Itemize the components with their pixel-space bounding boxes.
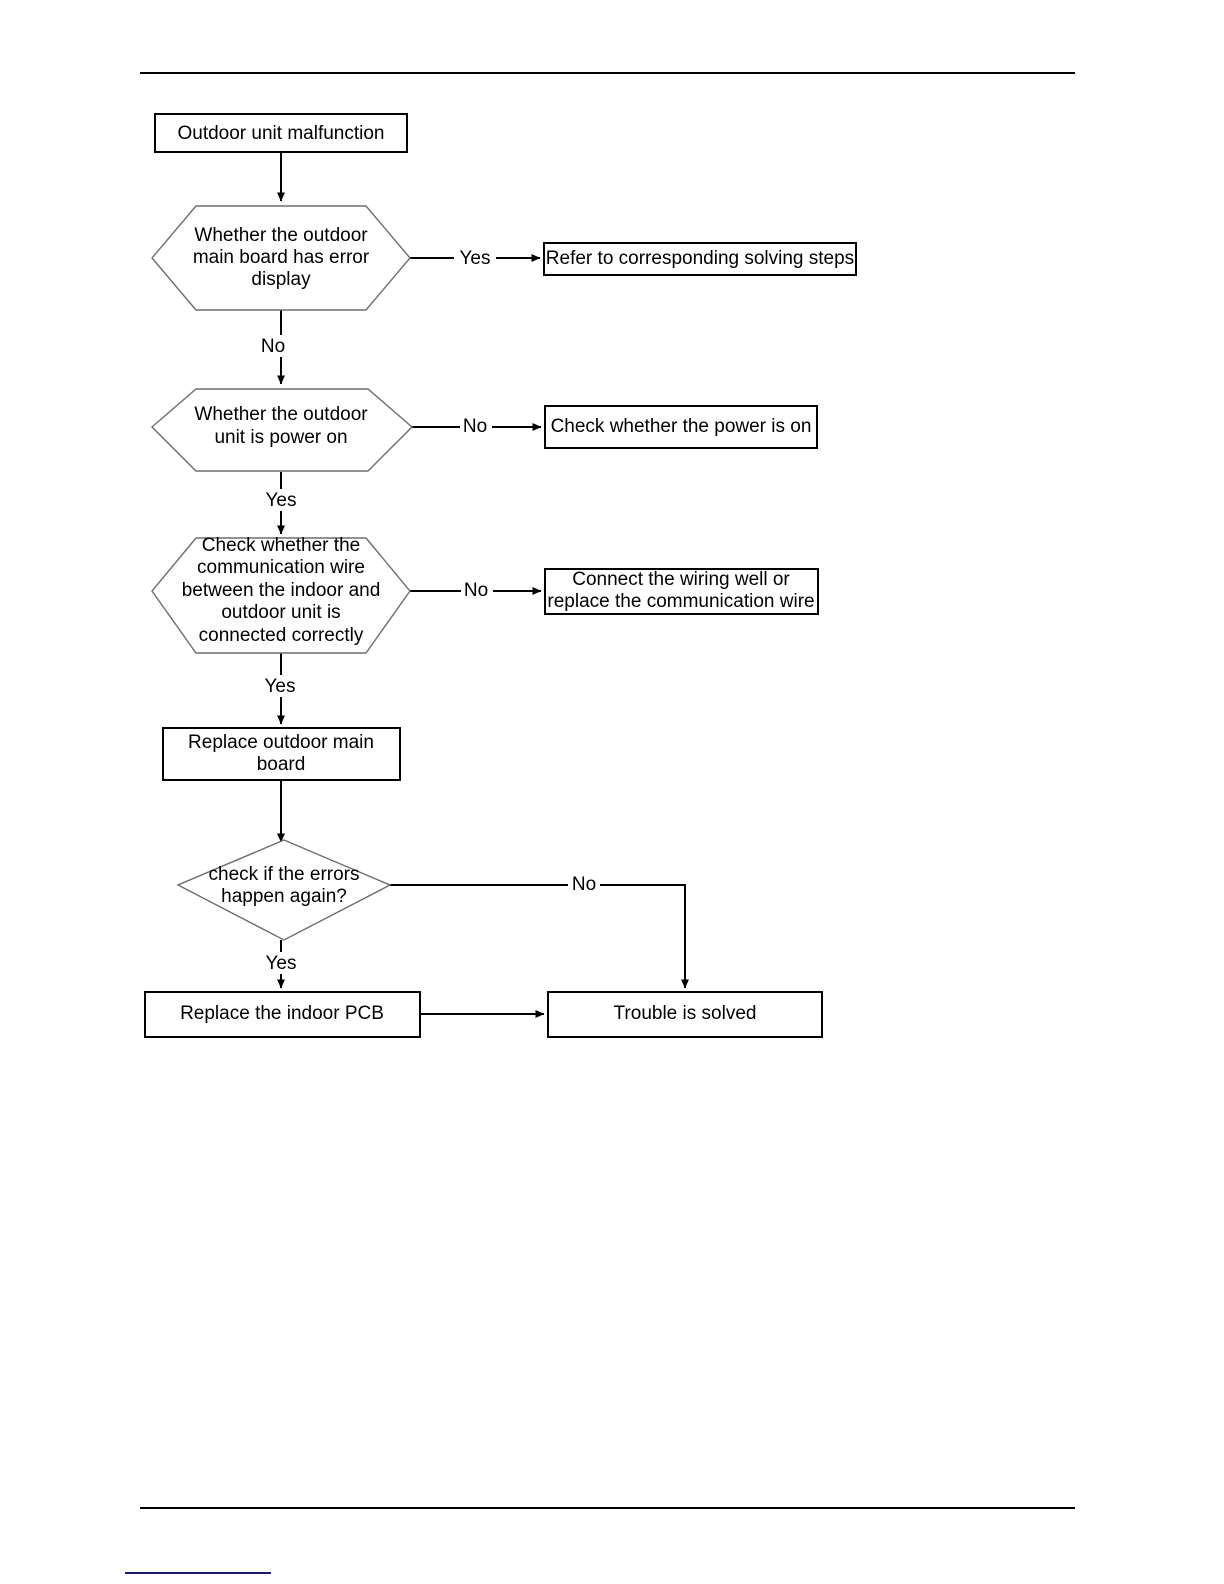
node-label-line-1: Whether the outdoor bbox=[194, 225, 368, 246]
node-label-line-2: unit is power on bbox=[214, 427, 347, 448]
node-label: Check whether the power is on bbox=[551, 416, 812, 437]
svg-text:Yes: Yes bbox=[266, 490, 297, 511]
node-q-communication-wire-connected[interactable]: Check whether the communication wire bet… bbox=[151, 535, 411, 654]
node-shape-hexagon bbox=[150, 388, 414, 472]
node-label-line-1: Whether the outdoor bbox=[194, 404, 368, 425]
edge-label-q3-no: No bbox=[461, 580, 493, 602]
node-label-line-2: communication wire bbox=[197, 557, 365, 578]
node-label-line-1: check if the errors bbox=[209, 864, 360, 885]
header-divider bbox=[140, 72, 1075, 74]
node-shape-rectangle bbox=[144, 991, 421, 1038]
node-shape-hexagon bbox=[151, 537, 411, 654]
svg-text:Yes: Yes bbox=[266, 953, 297, 974]
node-label-line-2: happen again? bbox=[221, 886, 347, 907]
edge-label-layer: Yes No No Yes No Yes bbox=[258, 247, 600, 974]
node-label: Trouble is solved bbox=[614, 1003, 757, 1024]
node-replace-outdoor-main-board[interactable]: Replace outdoor main board bbox=[162, 727, 401, 781]
svg-text:No: No bbox=[463, 416, 487, 437]
svg-text:No: No bbox=[261, 336, 285, 357]
edge-label-q1-yes: Yes bbox=[454, 247, 496, 269]
edge-label-q2-yes: Yes bbox=[259, 489, 303, 511]
edge-q4-to-end bbox=[390, 884, 689, 989]
edge-label-q4-no: No bbox=[568, 874, 600, 896]
node-shape-diamond bbox=[176, 839, 392, 941]
node-label-line-2: replace the communication wire bbox=[547, 591, 814, 612]
node-label-line-5: connected correctly bbox=[199, 625, 364, 646]
node-q-outdoor-unit-power-on[interactable]: Whether the outdoor unit is power on bbox=[150, 388, 414, 472]
node-q-main-board-error-display[interactable]: Whether the outdoor main board has error… bbox=[151, 205, 411, 311]
node-label: Outdoor unit malfunction bbox=[177, 123, 384, 144]
node-label-line-3: between the indoor and bbox=[182, 580, 381, 601]
node-label: Replace the indoor PCB bbox=[180, 1003, 384, 1024]
edge-label-q1-no: No bbox=[258, 335, 290, 357]
svg-text:No: No bbox=[464, 580, 488, 601]
node-label-line-4: outdoor unit is bbox=[221, 602, 340, 623]
node-outdoor-unit-malfunction[interactable]: Outdoor unit malfunction bbox=[154, 113, 408, 153]
node-shape-rectangle bbox=[543, 242, 857, 276]
footnote-divider bbox=[125, 1572, 271, 1574]
node-shape-rectangle bbox=[162, 727, 401, 781]
node-shape-rectangle bbox=[544, 405, 818, 449]
node-label-line-1: Connect the wiring well or bbox=[572, 569, 790, 590]
node-check-whether-power-is-on[interactable]: Check whether the power is on bbox=[544, 405, 818, 449]
svg-text:Yes: Yes bbox=[265, 676, 296, 697]
node-label-line-1: Replace outdoor main bbox=[188, 732, 374, 753]
footer-divider bbox=[140, 1507, 1075, 1509]
edge-label-q3-yes: Yes bbox=[258, 675, 302, 697]
node-q-check-if-errors-happen-again[interactable]: check if the errors happen again? bbox=[176, 839, 392, 941]
svg-text:No: No bbox=[572, 874, 596, 895]
edge-label-q2-no: No bbox=[460, 416, 492, 438]
node-label: Refer to corresponding solving steps bbox=[546, 248, 854, 269]
node-trouble-is-solved[interactable]: Trouble is solved bbox=[547, 991, 823, 1038]
node-label-line-2: board bbox=[257, 754, 306, 775]
node-label-line-1: Check whether the bbox=[202, 535, 360, 556]
node-replace-the-indoor-pcb[interactable]: Replace the indoor PCB bbox=[144, 991, 421, 1038]
node-shape-rectangle bbox=[544, 568, 819, 615]
svg-text:Yes: Yes bbox=[460, 248, 491, 269]
node-connect-wiring-or-replace-wire[interactable]: Connect the wiring well or replace the c… bbox=[544, 568, 819, 615]
node-label-line-3: display bbox=[251, 269, 311, 290]
node-refer-to-corresponding-solving-steps[interactable]: Refer to corresponding solving steps bbox=[543, 242, 857, 276]
node-shape-rectangle bbox=[154, 113, 408, 153]
node-shape-rectangle bbox=[547, 991, 823, 1038]
node-label-line-2: main board has error bbox=[193, 247, 370, 268]
edge-label-q4-yes: Yes bbox=[259, 952, 303, 974]
node-shape-hexagon bbox=[151, 205, 411, 311]
